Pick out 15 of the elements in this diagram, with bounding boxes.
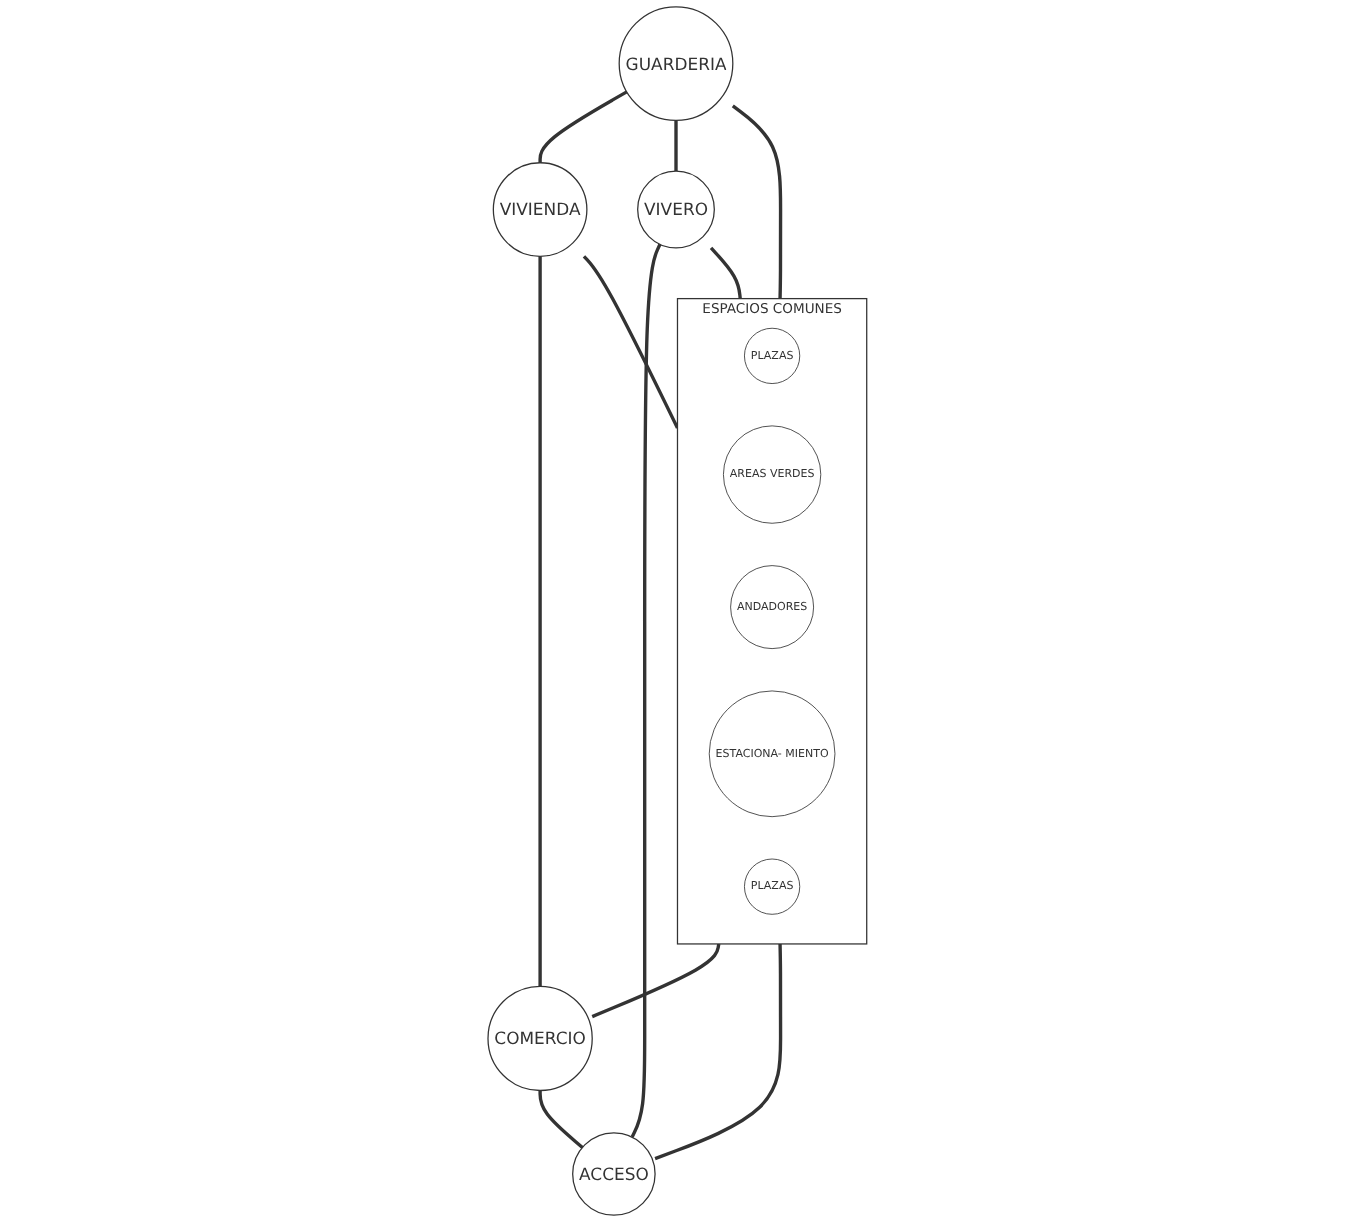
node-circle: COMERCIO: [487, 985, 593, 1092]
connector: [709, 246, 742, 299]
node-circle: GUARDERIA: [618, 6, 734, 122]
connector: [654, 943, 782, 1161]
connector: [538, 256, 542, 987]
connector: [591, 943, 721, 1019]
node-circle: VIVERO: [636, 170, 715, 249]
connector: [673, 120, 678, 172]
connector: [630, 243, 662, 1138]
connector: [538, 1090, 584, 1149]
connector: [538, 90, 628, 163]
node-circle: VIVIENDA: [492, 162, 588, 257]
node-circle: ACCESO: [571, 1132, 656, 1216]
connector: [731, 104, 782, 299]
connector: [582, 255, 679, 429]
